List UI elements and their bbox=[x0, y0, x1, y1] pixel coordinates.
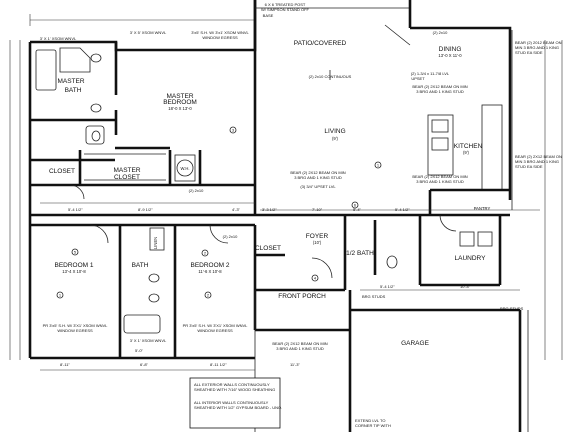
room-master-bath-line2: BATH bbox=[65, 87, 82, 94]
note-extend-1: EXTEND LVL TO bbox=[355, 418, 386, 423]
note-beam-upset: UPSET bbox=[411, 76, 425, 81]
marker: 2 bbox=[207, 293, 210, 298]
room-bedroom2-size: 11'-6 X 10'-8 bbox=[198, 269, 222, 274]
note-beam1: BEAR (2) 2X12 BEAM ON MIN bbox=[412, 84, 467, 89]
room-kitchen: KITCHEN bbox=[454, 143, 483, 150]
room-closet-left: CLOSET bbox=[49, 168, 75, 175]
note-bear-bottom-1: BEAR (2) 2X12 BEAM ON MIN bbox=[272, 341, 327, 346]
dim-label: 8'-11 1/2" bbox=[210, 362, 227, 367]
room-master-closet-1: MASTER bbox=[113, 167, 140, 174]
dim-label: 5'-0" bbox=[135, 348, 144, 353]
note-header-bed2: (2) 2x10 bbox=[223, 234, 238, 239]
dim-label: 3'-3 1/2" bbox=[262, 207, 277, 212]
marker: 1 bbox=[377, 163, 380, 168]
room-master-bedroom-size: 18'-0 X 13'-0 bbox=[168, 106, 192, 111]
room-front-porch: FRONT PORCH bbox=[278, 293, 326, 300]
note-upset: (3) 3/4" UPSET LVL bbox=[300, 184, 336, 189]
note-int-walls-1: ALL INTERIOR WALLS CONTINUOUSLY bbox=[194, 400, 269, 405]
room-master-bedroom-1: MASTER bbox=[166, 93, 193, 100]
note-beam-living-1: BEAR (2) 2X12 BEAM ON MIN bbox=[290, 170, 345, 175]
note-window-bath: 3' X 1' XSOM WNVL bbox=[40, 36, 77, 41]
note-window-b2-2: WINDOW EGRESS bbox=[197, 328, 233, 333]
dim-label: 5'-4" bbox=[353, 207, 362, 212]
note-window-bath2: 3' X 1' XSOM WNVL bbox=[130, 338, 167, 343]
room-dining: DINING bbox=[439, 46, 462, 53]
dim-label: 6'-8" bbox=[140, 362, 149, 367]
note-window-mb-2: WINDOW EGRESS bbox=[202, 35, 238, 40]
note-beam-right-1: BEAR (2) 2X12 BEAM ON bbox=[515, 154, 562, 159]
marker: 3 bbox=[232, 128, 235, 133]
note-bear-bottom-2: 3 BRG AND 1 KING STUD bbox=[276, 346, 324, 351]
room-living: LIVING bbox=[324, 128, 345, 135]
marker: 1 bbox=[59, 293, 62, 298]
room-foyer-height: (10') bbox=[313, 240, 322, 245]
note-header-dining: (2) 2x10 bbox=[433, 30, 448, 35]
room-bedroom1: BEDROOM 1 bbox=[54, 262, 93, 269]
room-master-bedroom-2: BEDROOM bbox=[163, 99, 197, 106]
note-beam1b: 3 BRG AND 1 KING STUD bbox=[416, 89, 464, 94]
note-window-side: 3' X 5' XSOM WNVL bbox=[130, 30, 167, 35]
note-window-b1-1: PR 3'x5' S.H. W/ 3'X1' XSOM WNVL bbox=[43, 323, 109, 328]
dim-label: 4'-3" bbox=[232, 207, 241, 212]
note-header-hall: (2) 2x10 bbox=[189, 188, 204, 193]
note-beam-living-2: 3 BRG AND 1 KING STUD bbox=[294, 175, 342, 180]
room-closet-mid: CLOSET bbox=[255, 245, 281, 252]
room-garage: GARAGE bbox=[401, 340, 429, 347]
room-bath: BATH bbox=[132, 262, 149, 269]
note-beam-lvl: (2) 1-3/4 x 11-7/8 LVL bbox=[411, 71, 450, 76]
note-beam-kitchen-1: BEAR (2) 2X12 BEAM ON MIN bbox=[412, 174, 467, 179]
dim-label: 5'-4 1/2" bbox=[68, 207, 83, 212]
marker: 4 bbox=[314, 276, 317, 281]
room-master-closet-2: CLOSET bbox=[114, 174, 140, 181]
room-half-bath: 1/2 BATH bbox=[346, 250, 374, 257]
note-int-walls-2: SHEATHED WITH 1/2" GYPSUM BOARD - UNO. bbox=[194, 405, 282, 410]
room-dining-size: 13'-0 X 11'-0 bbox=[438, 53, 462, 58]
note-post-3: BASE bbox=[263, 13, 274, 18]
note-window-mb-1: 3'x5' S.H. W/ 3'x1' XSOM WNVL bbox=[191, 30, 249, 35]
room-bedroom2: BEDROOM 2 bbox=[190, 262, 229, 269]
note-ext-walls-2: SHEATHED WITH 7/16" WOOD SHEATHING bbox=[194, 387, 275, 392]
note-post-1: 6 X 6 TREATED POST bbox=[265, 2, 306, 7]
dim-label: 8'-11" bbox=[60, 362, 70, 367]
note-brg-studs-2: BRG STUDS bbox=[500, 306, 524, 311]
room-water-heater: W.H. bbox=[180, 166, 189, 171]
note-beam-right-2: MIN 3 BRG AND 1 KING bbox=[515, 159, 559, 164]
room-pantry: PANTRY bbox=[474, 206, 491, 211]
room-patio: PATIO/COVERED bbox=[294, 40, 347, 47]
note-header-continuous: (2) 2x10 CONTINUOUS bbox=[309, 74, 352, 79]
note-window-b2-1: PR 3'x5' S.H. W/ 3'X1' XSOM WNVL bbox=[183, 323, 249, 328]
dim-label: 5'-4 1/2" bbox=[380, 284, 395, 289]
note-brg-studs-1: BRG STUDS bbox=[362, 294, 386, 299]
dim-label: 8'-9 1/2" bbox=[138, 207, 153, 212]
note-beam-sm-2: MIN 3 BRG AND 1 KING bbox=[515, 45, 559, 50]
dim-label: 11'-3" bbox=[290, 362, 300, 367]
dim-label: 5'-4 1/2" bbox=[395, 207, 410, 212]
room-master-bath-line1: MASTER bbox=[57, 78, 84, 85]
room-laundry: LAUNDRY bbox=[455, 255, 487, 262]
note-window-b1-2: WINDOW EGRESS bbox=[57, 328, 93, 333]
note-post-2: W/ SIMPSON STAND OFF bbox=[261, 7, 309, 12]
note-beam-kitchen-2: 3 BRG AND 1 KING STUD bbox=[416, 179, 464, 184]
room-linen: LINEN bbox=[153, 237, 158, 249]
note-ext-walls-1: ALL EXTERIOR WALLS CONTINUOUSLY bbox=[194, 382, 270, 387]
dim-label: 10'-4" bbox=[460, 284, 471, 289]
marker: 2 bbox=[204, 251, 207, 256]
room-living-height: (9') bbox=[332, 136, 339, 141]
marker: 6 bbox=[354, 203, 357, 208]
dim-label: 7'-10" bbox=[312, 207, 323, 212]
marker: 5 bbox=[74, 250, 77, 255]
note-beam-sm-1: BEAR (2) 2012 BEAM ON bbox=[515, 40, 562, 45]
note-beam-right-3: STUD EA SIDE bbox=[515, 164, 543, 169]
note-extend-2: CORNER TIP WITH bbox=[355, 423, 391, 428]
room-bedroom1-size: 13'-4 X 10'-8 bbox=[62, 269, 86, 274]
note-beam-sm-3: STUD EA SIDE bbox=[515, 50, 543, 55]
room-foyer: FOYER bbox=[306, 233, 329, 240]
room-kitchen-height: (9') bbox=[463, 150, 470, 155]
